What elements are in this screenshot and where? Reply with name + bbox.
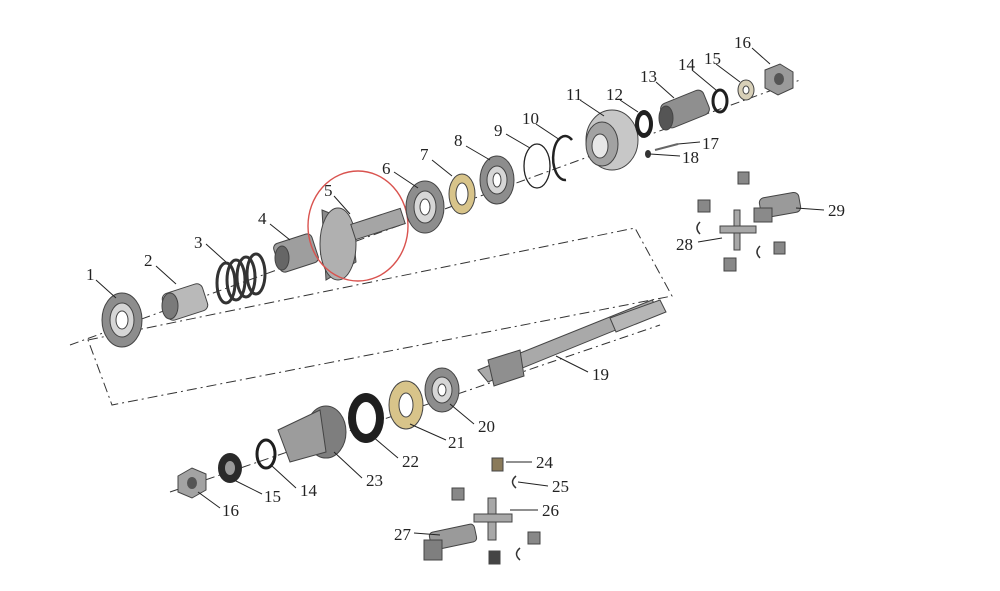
cap-lower-left (723, 257, 737, 272)
part-20-bearing (424, 367, 460, 413)
part-2-bushing (161, 283, 209, 321)
callout-14-lower: 14 (300, 481, 318, 500)
part-14-seal-ring-lower (255, 438, 277, 470)
callout-19: 19 (592, 365, 609, 384)
callout-20: 20 (478, 417, 495, 436)
callout-2: 2 (144, 251, 153, 270)
part-5-bevel-gear (319, 207, 406, 281)
part-12-oil-seal (635, 110, 653, 138)
part-25-clip (511, 475, 517, 489)
part-7-washer (448, 173, 476, 215)
part-10-snap-ring (551, 134, 573, 182)
callout-5: 5 (324, 181, 333, 200)
part-16-nut (764, 63, 794, 96)
part-23-yoke (277, 405, 347, 463)
callout-labels: 1 2 3 4 5 6 7 8 9 10 11 12 13 14 15 16 1… (86, 33, 845, 544)
callout-1: 1 (86, 265, 95, 284)
clip-lower-b (515, 547, 521, 561)
part-26-cross-joint (473, 497, 513, 541)
part-21-washer (388, 380, 424, 430)
callout-25: 25 (552, 477, 569, 496)
callout-28: 28 (676, 235, 693, 254)
part-24-cap (491, 457, 504, 472)
cap-upper-left (697, 199, 711, 213)
callout-18: 18 (682, 148, 699, 167)
callout-17: 17 (702, 134, 720, 153)
callout-7: 7 (420, 145, 429, 164)
callout-15-upper: 15 (704, 49, 721, 68)
callout-27: 27 (394, 525, 412, 544)
part-19-shaft (477, 299, 667, 387)
callout-10: 10 (522, 109, 539, 128)
cap-lower-b (527, 531, 541, 545)
part-13-yoke (658, 89, 710, 131)
cap-lower-right (773, 241, 786, 255)
callout-14-upper: 14 (678, 55, 696, 74)
callout-24: 24 (536, 453, 554, 472)
part-15-washer (737, 79, 755, 101)
part-3-spring (215, 252, 267, 305)
part-22-oil-seal (348, 393, 384, 443)
callout-26: 26 (542, 501, 559, 520)
callout-16-upper: 16 (734, 33, 751, 52)
part-15-washer-lower (218, 453, 242, 483)
part-27-yoke (423, 523, 478, 561)
part-1-bearing (101, 292, 143, 348)
part-29-yoke (753, 191, 802, 223)
clip-right-b (756, 245, 761, 259)
callout-6: 6 (382, 159, 391, 178)
callout-23: 23 (366, 471, 383, 490)
part-17-pin (654, 143, 679, 151)
shaft-insertion-frame (87, 227, 673, 406)
callout-12: 12 (606, 85, 623, 104)
clip-right-a (696, 221, 701, 235)
callout-9: 9 (494, 121, 503, 140)
part-16-nut-lower (177, 467, 207, 499)
part-4-sleeve (273, 233, 319, 273)
cap-upper-right (737, 171, 750, 185)
callout-4: 4 (258, 209, 267, 228)
callout-29: 29 (828, 201, 845, 220)
callout-15-lower: 15 (264, 487, 281, 506)
part-28-cross-joint (719, 209, 757, 251)
cap-lower-a (451, 487, 465, 501)
callout-11: 11 (566, 85, 582, 104)
part-8-bearing (479, 155, 515, 205)
callout-8: 8 (454, 131, 463, 150)
part-9-o-ring (523, 143, 551, 189)
part-14-seal-ring (711, 88, 729, 114)
gear-highlight-circle (307, 170, 409, 282)
part-6-bearing (405, 180, 445, 234)
callout-22: 22 (402, 452, 419, 471)
callout-13: 13 (640, 67, 657, 86)
cap-lower-c (488, 550, 501, 565)
callout-21: 21 (448, 433, 465, 452)
lower-assembly-axis (169, 324, 661, 493)
callout-3: 3 (194, 233, 203, 252)
part-11-housing (585, 109, 639, 171)
leader-lines (95, 47, 825, 536)
callout-16-lower: 16 (222, 501, 239, 520)
part-18-ring (645, 150, 651, 158)
